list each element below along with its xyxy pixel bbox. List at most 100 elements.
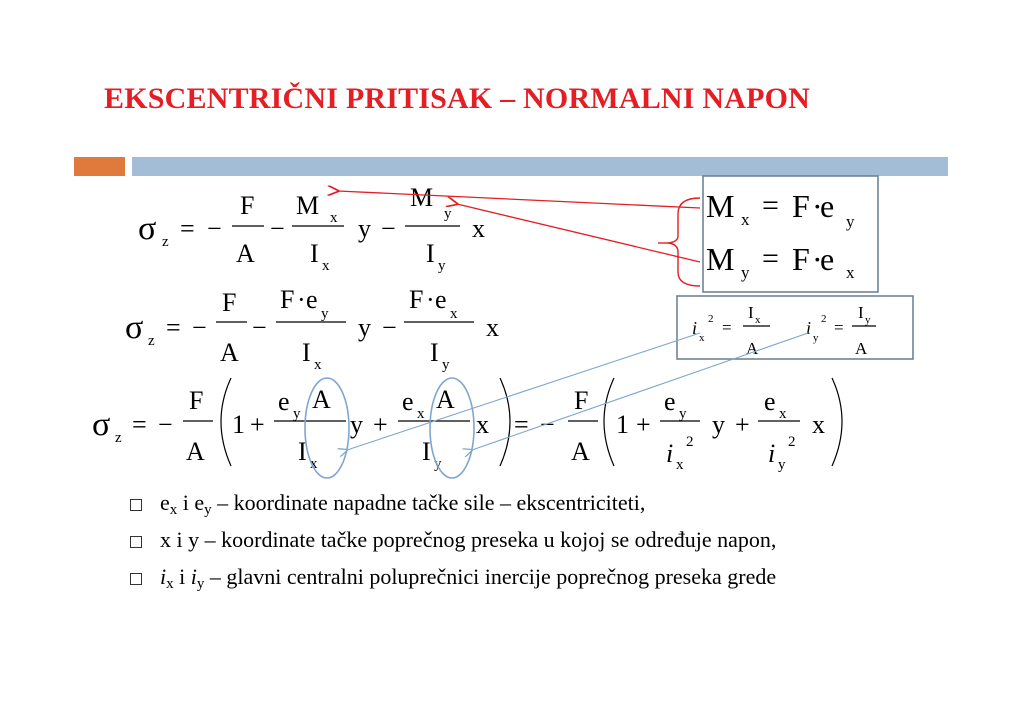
bullet-text: x: [166, 576, 174, 592]
math-symbol-38: y: [442, 357, 450, 373]
math-symbol-45: A: [186, 437, 205, 466]
math-symbol-36: x: [450, 306, 458, 322]
math-symbol-54: +: [373, 410, 388, 439]
math-symbol-51: I: [298, 437, 307, 466]
bullet-item: ix i iy – glavni centralni poluprečnici …: [130, 562, 890, 592]
math-symbol-70: x: [676, 457, 684, 473]
math-symbol-16: y: [438, 258, 446, 274]
math-symbol-64: A: [571, 437, 590, 466]
accent-bar-blue: [132, 157, 948, 176]
definition-box-radii: [676, 295, 914, 360]
math-symbol-13: M: [410, 183, 433, 212]
math-symbol-65: 1: [616, 410, 629, 439]
math-symbol-81: x: [741, 210, 750, 229]
math-symbol-11: y: [358, 214, 371, 243]
paren-left: [220, 377, 232, 467]
arrow-iy: [472, 332, 809, 450]
math-symbol-102: y: [813, 332, 819, 344]
math-symbol-32: −: [382, 313, 397, 342]
math-symbol-2: =: [180, 214, 195, 243]
math-symbol-21: −: [192, 313, 207, 342]
bullet-square-icon: [130, 499, 142, 511]
math-symbol-95: x: [699, 332, 705, 344]
math-symbol-19: z: [148, 333, 155, 349]
math-symbol-1: z: [162, 234, 169, 250]
math-symbol-33: F: [409, 285, 423, 314]
math-symbol-58: I: [422, 437, 431, 466]
bullet-text: – koordinate napadne tačke sile – ekscen…: [211, 490, 646, 515]
math-symbol-41: z: [115, 430, 122, 446]
bullet-text: – glavni centralni poluprečnici inercije…: [204, 564, 777, 589]
bullet-square-icon: [130, 536, 142, 548]
math-symbol-27: e: [306, 285, 318, 314]
math-symbol-66: +: [636, 410, 651, 439]
math-symbol-22: F: [222, 288, 236, 317]
arrow-my: [457, 204, 701, 263]
math-symbol-26: ·: [297, 285, 306, 314]
math-symbol-30: x: [314, 357, 322, 373]
highlight-ellipse: [304, 377, 350, 479]
math-symbol-24: −: [252, 313, 267, 342]
math-symbol-103: 2: [821, 313, 827, 325]
math-symbol-94: i: [692, 318, 697, 338]
math-symbol-12: −: [381, 214, 396, 243]
math-symbol-25: F: [280, 285, 294, 314]
math-symbol-82: =: [762, 189, 779, 222]
bullet-text: i: [190, 564, 197, 589]
math-symbol-39: x: [486, 313, 499, 342]
math-symbol-0: σ: [138, 210, 156, 247]
math-symbol-84: ·: [812, 188, 823, 224]
math-symbol-104: =: [834, 318, 844, 337]
math-symbol-72: y: [712, 410, 725, 439]
math-symbol-29: I: [302, 338, 311, 367]
math-symbol-101: i: [806, 318, 811, 338]
bullet-item: ex i ey – koordinate napadne tačke sile …: [130, 488, 890, 518]
math-symbol-10: x: [322, 258, 330, 274]
math-symbol-99: x: [755, 314, 761, 326]
math-symbol-4: F: [240, 191, 254, 220]
math-symbol-107: A: [855, 339, 868, 358]
math-symbol-3: −: [207, 214, 222, 243]
math-symbol-71: 2: [686, 434, 694, 450]
math-symbol-83: F: [792, 188, 810, 224]
bullet-text: x: [169, 502, 178, 518]
bullet-text: i: [173, 564, 191, 589]
math-symbol-86: y: [846, 212, 855, 231]
math-symbol-75: x: [779, 406, 787, 422]
math-symbol-67: e: [664, 387, 676, 416]
math-symbol-85: e: [820, 188, 834, 224]
math-symbol-96: 2: [708, 313, 714, 325]
math-symbol-91: ·: [812, 241, 823, 277]
math-symbol-80: M: [706, 188, 734, 224]
math-symbol-97: =: [722, 318, 732, 337]
bullet-text: y: [196, 576, 205, 592]
math-symbol-6: −: [270, 214, 285, 243]
math-symbol-89: =: [762, 242, 779, 275]
math-symbol-18: σ: [125, 309, 143, 346]
math-symbol-28: y: [321, 306, 329, 322]
math-symbol-23: A: [220, 338, 239, 367]
definition-box-moments: [702, 175, 879, 293]
math-symbol-55: e: [402, 387, 414, 416]
math-symbol-17: x: [472, 214, 485, 243]
highlight-ellipse: [429, 377, 475, 479]
math-symbol-46: 1: [232, 410, 245, 439]
math-symbol-98: I: [748, 303, 754, 322]
math-symbol-52: x: [310, 456, 318, 472]
math-symbol-93: x: [846, 263, 855, 282]
math-symbol-77: y: [778, 457, 786, 473]
bullet-list: ex i ey – koordinate napadne tačke sile …: [130, 488, 890, 599]
math-symbol-100: A: [746, 339, 759, 358]
math-symbol-7: M: [296, 191, 319, 220]
math-symbol-87: M: [706, 241, 734, 277]
bullet-text: i: [160, 564, 167, 589]
bullet-text: x i y – koordinate tačke poprečnog prese…: [160, 527, 777, 552]
math-symbol-44: F: [189, 386, 203, 415]
math-symbol-105: I: [858, 303, 864, 322]
math-symbol-40: σ: [92, 406, 110, 443]
math-symbol-63: F: [574, 386, 588, 415]
math-symbol-42: =: [132, 410, 147, 439]
paren-right: [499, 377, 511, 467]
math-symbol-78: 2: [788, 434, 796, 450]
